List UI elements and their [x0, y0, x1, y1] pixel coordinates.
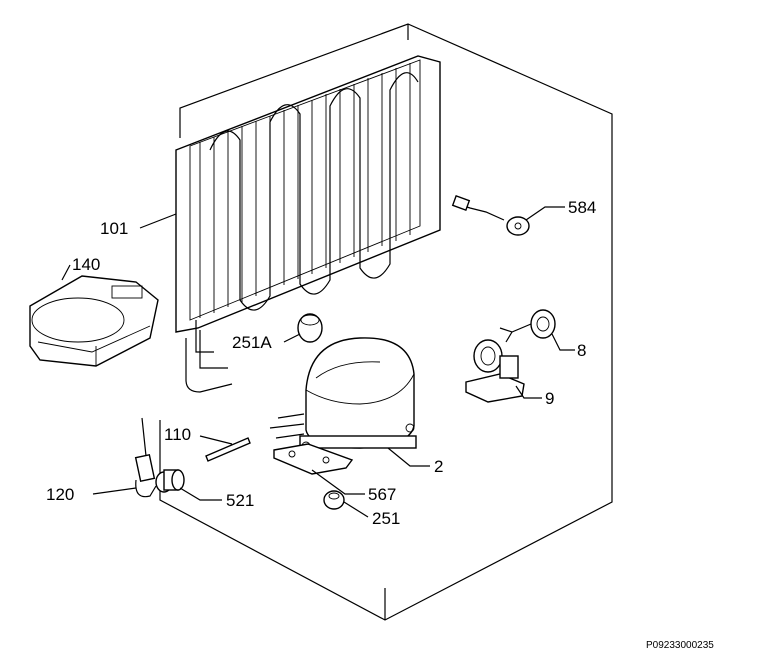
valve-cap-icon: [155, 469, 185, 493]
overload-protector-icon: [499, 309, 556, 343]
label-2: 2: [434, 457, 443, 476]
label-567: 567: [368, 485, 396, 504]
label-8: 8: [577, 341, 586, 360]
label-521: 521: [226, 491, 254, 510]
label-101: 101: [100, 219, 128, 238]
label-120: 120: [46, 485, 74, 504]
label-251A: 251A: [232, 333, 272, 352]
label-110: 110: [164, 425, 191, 444]
label-251: 251: [372, 509, 400, 528]
tube-icon: [205, 437, 251, 462]
label-9: 9: [545, 389, 554, 408]
drip-tray-icon: [29, 275, 159, 367]
label-584: 584: [568, 198, 596, 217]
label-140: 140: [72, 255, 100, 274]
cabinet-outline: [159, 23, 613, 621]
relay-icon: [465, 339, 525, 403]
mounting-plate-icon: [273, 443, 354, 475]
sensor-cable-icon: [451, 195, 530, 236]
compressor-icon: [269, 337, 417, 451]
condenser-icon: [175, 55, 441, 393]
reference-code: P09233000235: [646, 640, 714, 651]
leader-lines: [61, 206, 575, 518]
sleeve-icon: [297, 313, 323, 343]
filter-dryer-icon: [134, 417, 157, 498]
grommet-icon: [323, 490, 345, 510]
